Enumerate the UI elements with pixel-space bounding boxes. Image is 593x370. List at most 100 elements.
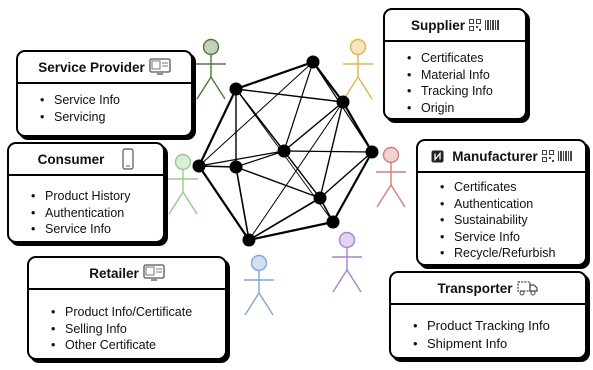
figure-leg (196, 76, 212, 100)
network-edge (248, 197, 321, 241)
figure-leg (258, 292, 274, 316)
list-item: Authentication (440, 196, 585, 213)
network-edge (283, 150, 373, 153)
list-item: Origin (407, 100, 525, 117)
service-provider-header: Service Provider (18, 52, 191, 84)
barcode-icon (557, 151, 572, 161)
smartphone-icon (122, 148, 134, 170)
list-item: Material Info (407, 67, 525, 84)
list-item: Product Tracking Info (413, 317, 585, 335)
list-item: Service Info (40, 92, 191, 109)
network-edge (235, 88, 344, 103)
list-item: Recycle/Refurbish (440, 245, 585, 262)
network-edge (283, 61, 314, 152)
supplier-title: Supplier (410, 17, 465, 33)
network-edge (198, 150, 285, 167)
consumer-figure (168, 153, 198, 215)
device-icon (149, 58, 171, 76)
figure-leg (346, 269, 362, 293)
network-node (336, 95, 350, 109)
transporter-card: Transporter Product Tracking Info Shipme… (389, 271, 587, 359)
network-node (242, 233, 256, 247)
consumer-card: Consumer Product History Authentication … (7, 142, 165, 243)
network-nodes (192, 55, 379, 247)
network-node (277, 144, 291, 158)
list-item: Sustainability (440, 212, 585, 229)
supplier-card: Supplier Certificates Material Info Trac… (383, 8, 527, 120)
network-node (313, 191, 327, 205)
retailer-header: Retailer (29, 258, 225, 290)
figure-leg (332, 269, 348, 293)
list-item: Authentication (31, 205, 163, 222)
figure-leg (244, 292, 260, 316)
network-edge (319, 101, 344, 199)
manufacturer-card: Manufacturer Certificates Authentication… (416, 139, 587, 266)
supplier-figure (343, 38, 373, 100)
network-edge (331, 150, 374, 224)
network-edge (247, 220, 335, 242)
network-edge (198, 61, 314, 167)
list-item: Product History (31, 188, 163, 205)
figure-head (250, 254, 268, 272)
network-edge (319, 151, 373, 199)
truck-icon (516, 280, 539, 296)
figure-head (338, 231, 356, 249)
retailer-card: Retailer Product Info/Certificate Sellin… (27, 256, 227, 360)
consumer-title: Consumer (37, 151, 105, 167)
transporter-figure (332, 231, 362, 293)
figure-leg (390, 184, 406, 208)
list-item: Shipment Info (413, 335, 585, 353)
retailer-figure (244, 254, 274, 316)
transporter-header: Transporter (391, 273, 585, 305)
network-edge (235, 150, 285, 168)
figure-leg (343, 76, 359, 100)
figure-leg (210, 76, 226, 100)
manufacturer-header: Manufacturer (418, 141, 585, 173)
network-node (365, 145, 379, 159)
network-edges (197, 60, 374, 242)
service-provider-list: Service Info Servicing (18, 92, 191, 125)
network-edge (235, 166, 250, 241)
barcode-icon (485, 20, 499, 30)
figure-head (382, 146, 400, 164)
list-item: Certificates (440, 179, 585, 196)
network-node (306, 55, 320, 69)
list-item: Selling Info (51, 321, 225, 338)
network-node (229, 82, 243, 96)
device-icon (143, 264, 165, 282)
manufacturer-list: Certificates Authentication Sustainabili… (418, 179, 585, 262)
service-provider-figure (196, 38, 226, 100)
network-edge (283, 101, 344, 152)
retailer-title: Retailer (89, 265, 139, 281)
list-item: Other Certificate (51, 337, 225, 354)
transporter-title: Transporter (437, 280, 513, 296)
service-provider-card: Service Provider Service Info Servicing (16, 50, 193, 137)
service-provider-title: Service Provider (38, 59, 145, 75)
network-edge (234, 60, 315, 91)
network-node (229, 160, 243, 174)
retailer-list: Product Info/Certificate Selling Info Ot… (29, 304, 225, 354)
network-edge (283, 150, 321, 199)
list-item: Product Info/Certificate (51, 304, 225, 321)
figure-head (174, 153, 192, 171)
supplier-list: Certificates Material Info Tracking Info… (385, 50, 525, 116)
consumer-list: Product History Authentication Service I… (9, 188, 163, 238)
network-edge (235, 166, 321, 199)
list-item: Tracking Info (407, 83, 525, 100)
network-node (326, 215, 340, 229)
nfc-icon (431, 150, 444, 163)
list-item: Service Info (440, 229, 585, 246)
figure-leg (182, 191, 198, 215)
network-edge (197, 87, 238, 168)
manufacturer-title: Manufacturer (452, 148, 538, 164)
list-item: Certificates (407, 50, 525, 67)
figure-head (349, 38, 367, 56)
figure-head (202, 38, 220, 56)
figure-leg (376, 184, 392, 208)
consumer-header: Consumer (9, 144, 163, 176)
network-edge (197, 164, 251, 242)
figure-leg (168, 191, 184, 215)
qr-code-icon (541, 150, 554, 162)
figure-leg (357, 76, 373, 100)
